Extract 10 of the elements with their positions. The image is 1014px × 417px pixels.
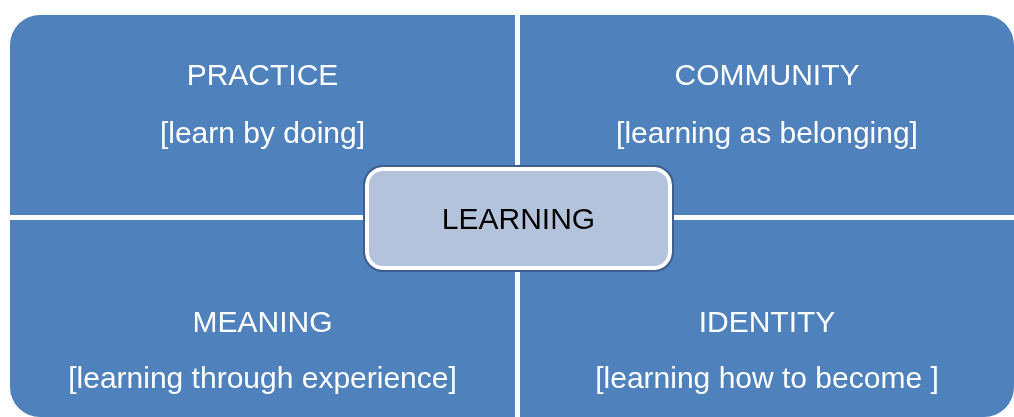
quadrant-subtitle: [learning through experience] xyxy=(68,360,457,396)
quadrant-heading: COMMUNITY xyxy=(674,57,860,93)
quadrant-subtitle: [learning how to become ] xyxy=(595,360,939,396)
quadrant-subtitle: [learning as belonging] xyxy=(616,115,918,151)
quadrant-heading: PRACTICE xyxy=(186,57,339,93)
quadrant-heading: IDENTITY xyxy=(698,304,836,340)
center-box xyxy=(365,167,672,270)
quadrant-heading: MEANING xyxy=(192,304,333,340)
center-label: LEARNING xyxy=(441,200,596,237)
quadrant-subtitle: [learn by doing] xyxy=(159,115,366,151)
